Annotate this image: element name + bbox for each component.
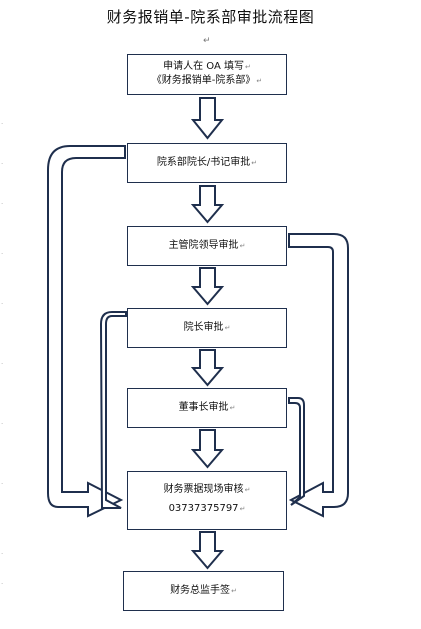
bypass-arrow-dept-head (47, 145, 126, 518)
node-finance-review-label: 财务票据现场审核 (163, 484, 244, 495)
bypass-arrow-president (99, 311, 127, 509)
paragraph-mark: ↵ (244, 486, 251, 494)
paragraph-mark: ↵ (224, 324, 231, 332)
paragraph-mark: ↵ (231, 587, 237, 595)
node-supervising-leader: 主管院领导审批↵ (127, 226, 287, 266)
node-finance-review-phone: 03737375797 (168, 503, 239, 514)
top-paragraph-mark: ↵ (203, 36, 211, 46)
node-applicant-line-1: 申请人在 OA 填写 (163, 61, 245, 72)
node-finance-director: 财务总监手签↵ (123, 571, 284, 611)
node-dept-head-label: 院系部院长/书记审批 (156, 157, 251, 168)
node-president-label: 院长审批 (183, 322, 224, 333)
node-finance-director-label: 财务总监手签 (170, 585, 231, 596)
bypass-arrow-supervising (288, 233, 349, 518)
down-arrow-6 (190, 531, 225, 570)
down-arrow-5 (190, 429, 225, 469)
node-chairman-label: 董事长审批 (178, 402, 229, 413)
bypass-arrow-chairman (288, 397, 305, 506)
node-finance-review: 财务票据现场审核↵ 03737375797↵ (127, 471, 287, 530)
paragraph-mark: ↵ (256, 77, 263, 85)
node-president: 院长审批↵ (127, 308, 287, 348)
paragraph-mark: ↵ (239, 242, 246, 250)
down-arrow-2 (190, 185, 225, 224)
down-arrow-3 (190, 267, 225, 306)
paragraph-mark: ↵ (251, 159, 258, 167)
paragraph-mark: ↵ (239, 505, 246, 513)
node-chairman: 董事长审批↵ (127, 388, 287, 428)
title-paragraph-mark: ↵ (300, 12, 308, 22)
paragraph-mark: ↵ (245, 63, 251, 71)
down-arrow-4 (190, 349, 225, 387)
paragraph-mark: ↵ (229, 404, 236, 412)
node-applicant: 申请人在 OA 填写↵ 《财务报销单-院系部》↵ (127, 54, 287, 95)
down-arrow-1 (190, 97, 225, 140)
page-title: 财务报销单-院系部审批流程图 (0, 6, 421, 27)
title-text: 财务报销单-院系部审批流程图 (106, 8, 315, 26)
left-margin-marks: ··· ··· ··· · (1, 120, 4, 588)
node-dept-head: 院系部院长/书记审批↵ (127, 143, 287, 183)
node-supervising-leader-label: 主管院领导审批 (168, 240, 239, 251)
node-applicant-line-2: 《财务报销单-院系部》 (151, 75, 256, 86)
